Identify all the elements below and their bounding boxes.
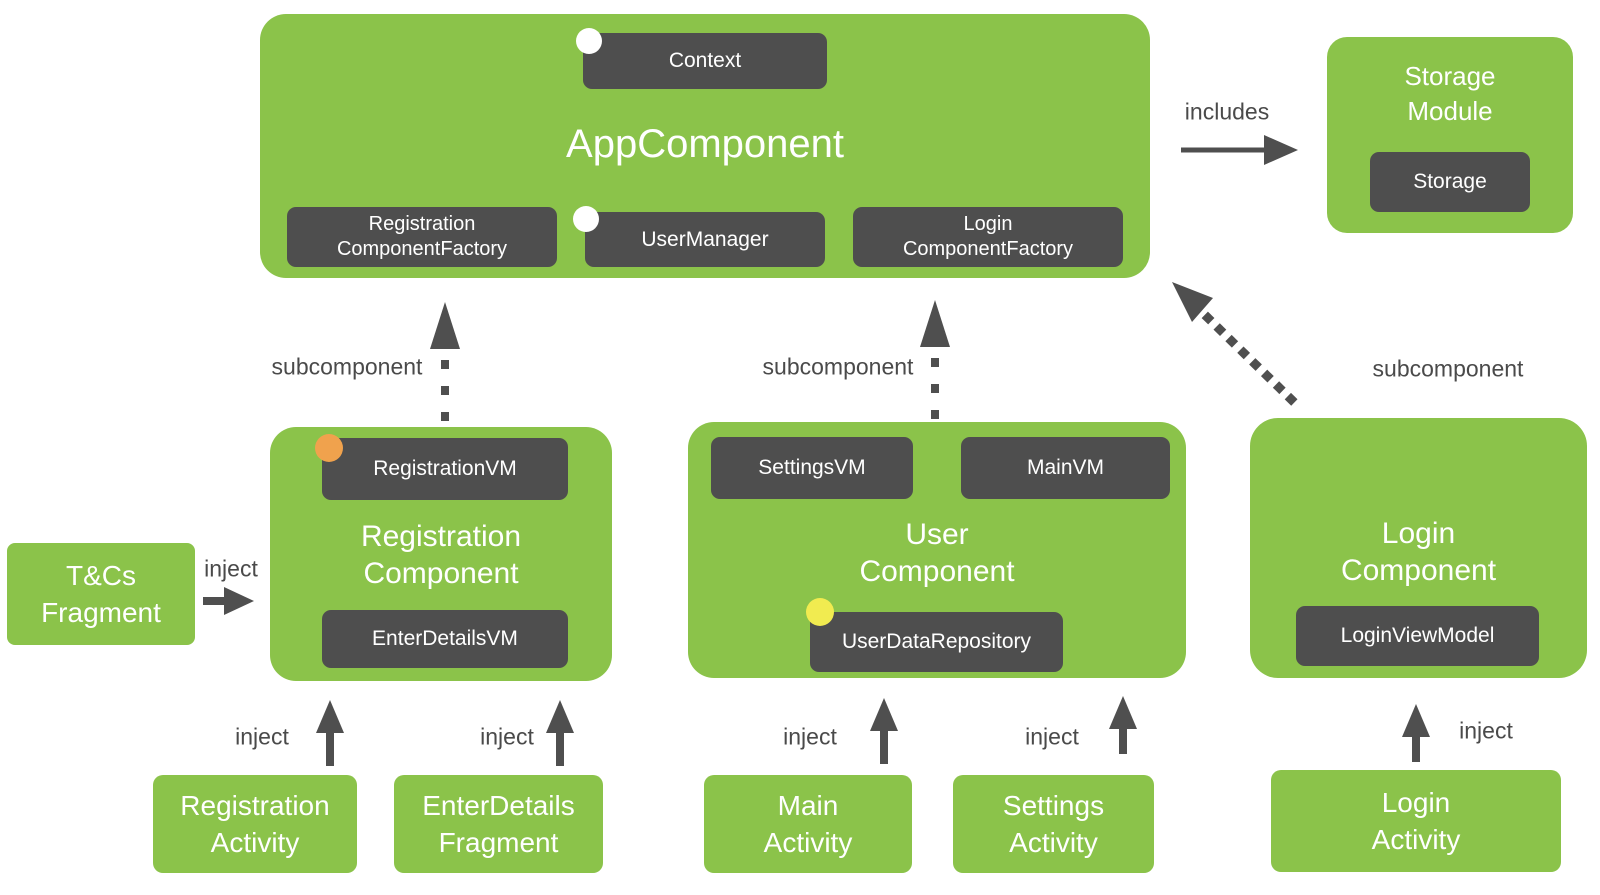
subcomponent-arrow-login: [1172, 282, 1307, 415]
storage-module-node: Storage Module Storage: [1327, 37, 1573, 233]
main-activity-label: Main Activity: [763, 790, 853, 858]
storage-module-title: Storage Module: [1404, 61, 1496, 126]
context-box: Context: [583, 33, 827, 89]
app-component-node: AppComponent Context Registration Compon…: [260, 14, 1150, 278]
subcomponent-arrow-registration: [430, 302, 460, 424]
registration-component-node: RegistrationVM Registration Component En…: [270, 427, 612, 681]
login-component-factory-label: Login ComponentFactory: [902, 213, 1074, 260]
registration-component-factory-box: Registration ComponentFactory: [287, 207, 557, 267]
inject-arrow-main: [870, 698, 898, 764]
inject-arrow-login: [1402, 704, 1430, 762]
inject-edge-label-enterdetails: inject: [480, 723, 534, 750]
singleton-scope-dot-usermanager: [573, 206, 599, 232]
user-component-node: SettingsVM MainVM User Component UserDat…: [688, 422, 1186, 678]
user-scope-dot-userdatarepository: [806, 598, 834, 626]
context-label: Context: [668, 49, 742, 72]
inject-edge-label-registration: inject: [235, 723, 289, 750]
subcomponent-edge-label-user: subcomponent: [762, 353, 914, 380]
tcs-fragment-label: T&Cs Fragment: [41, 560, 161, 628]
login-activity-label: Login Activity: [1371, 787, 1461, 855]
registration-component-factory-label: Registration ComponentFactory: [336, 213, 508, 260]
settings-vm-label: SettingsVM: [758, 456, 866, 479]
settings-activity-node: Settings Activity: [953, 775, 1154, 873]
inject-arrow-registration: [316, 700, 344, 766]
subcomponent-edge-label-login: subcomponent: [1372, 355, 1524, 382]
user-manager-label: UserManager: [641, 227, 769, 251]
login-component-node: Login Component LoginViewModel: [1250, 418, 1587, 678]
inject-arrow-enterdetails: [546, 700, 574, 766]
includes-arrow: [1181, 135, 1298, 165]
user-manager-box: UserManager: [585, 212, 825, 267]
user-component-title: User Component: [859, 518, 1015, 588]
login-component-factory-box: Login ComponentFactory: [853, 207, 1123, 267]
login-component-title: Login Component: [1340, 517, 1497, 587]
tcs-fragment-node: T&Cs Fragment: [7, 543, 195, 645]
includes-edge-label: includes: [1184, 98, 1270, 125]
registration-activity-node: Registration Activity: [153, 775, 357, 873]
storage-box: Storage: [1370, 152, 1530, 212]
singleton-scope-dot-context: [576, 28, 602, 54]
inject-edge-label-settings: inject: [1025, 723, 1079, 750]
settings-vm-box: SettingsVM: [711, 437, 913, 499]
user-data-repository-label: UserDataRepository: [841, 630, 1032, 653]
login-view-model-label: LoginViewModel: [1340, 624, 1495, 647]
inject-edge-label-login: inject: [1459, 717, 1513, 744]
app-component-title: AppComponent: [566, 122, 844, 166]
main-vm-label: MainVM: [1026, 456, 1105, 479]
inject-edge-label-tcs: inject: [204, 555, 258, 582]
registration-vm-box: RegistrationVM: [322, 438, 568, 500]
enterdetails-fragment-node: EnterDetails Fragment: [394, 775, 603, 873]
main-activity-node: Main Activity: [704, 775, 912, 873]
enter-details-vm-box: EnterDetailsVM: [322, 610, 568, 668]
enterdetails-fragment-label: EnterDetails Fragment: [422, 790, 575, 858]
inject-edge-label-main: inject: [783, 723, 837, 750]
inject-arrow-settings: [1109, 696, 1137, 754]
subcomponent-arrow-user: [920, 300, 950, 420]
login-activity-node: Login Activity: [1271, 770, 1561, 872]
registration-vm-label: RegistrationVM: [373, 457, 517, 480]
registration-activity-label: Registration Activity: [180, 790, 330, 858]
enter-details-vm-label: EnterDetailsVM: [372, 627, 518, 650]
settings-activity-label: Settings Activity: [1002, 790, 1105, 858]
inject-arrow-tcs: [203, 587, 254, 615]
registration-component-title: Registration Component: [360, 520, 522, 590]
main-vm-box: MainVM: [961, 437, 1170, 499]
storage-label: Storage: [1413, 170, 1487, 193]
user-data-repository-box: UserDataRepository: [810, 612, 1063, 672]
login-view-model-box: LoginViewModel: [1296, 606, 1539, 666]
subcomponent-edge-label-registration: subcomponent: [271, 353, 423, 380]
activity-scope-dot-registrationvm: [315, 434, 343, 462]
